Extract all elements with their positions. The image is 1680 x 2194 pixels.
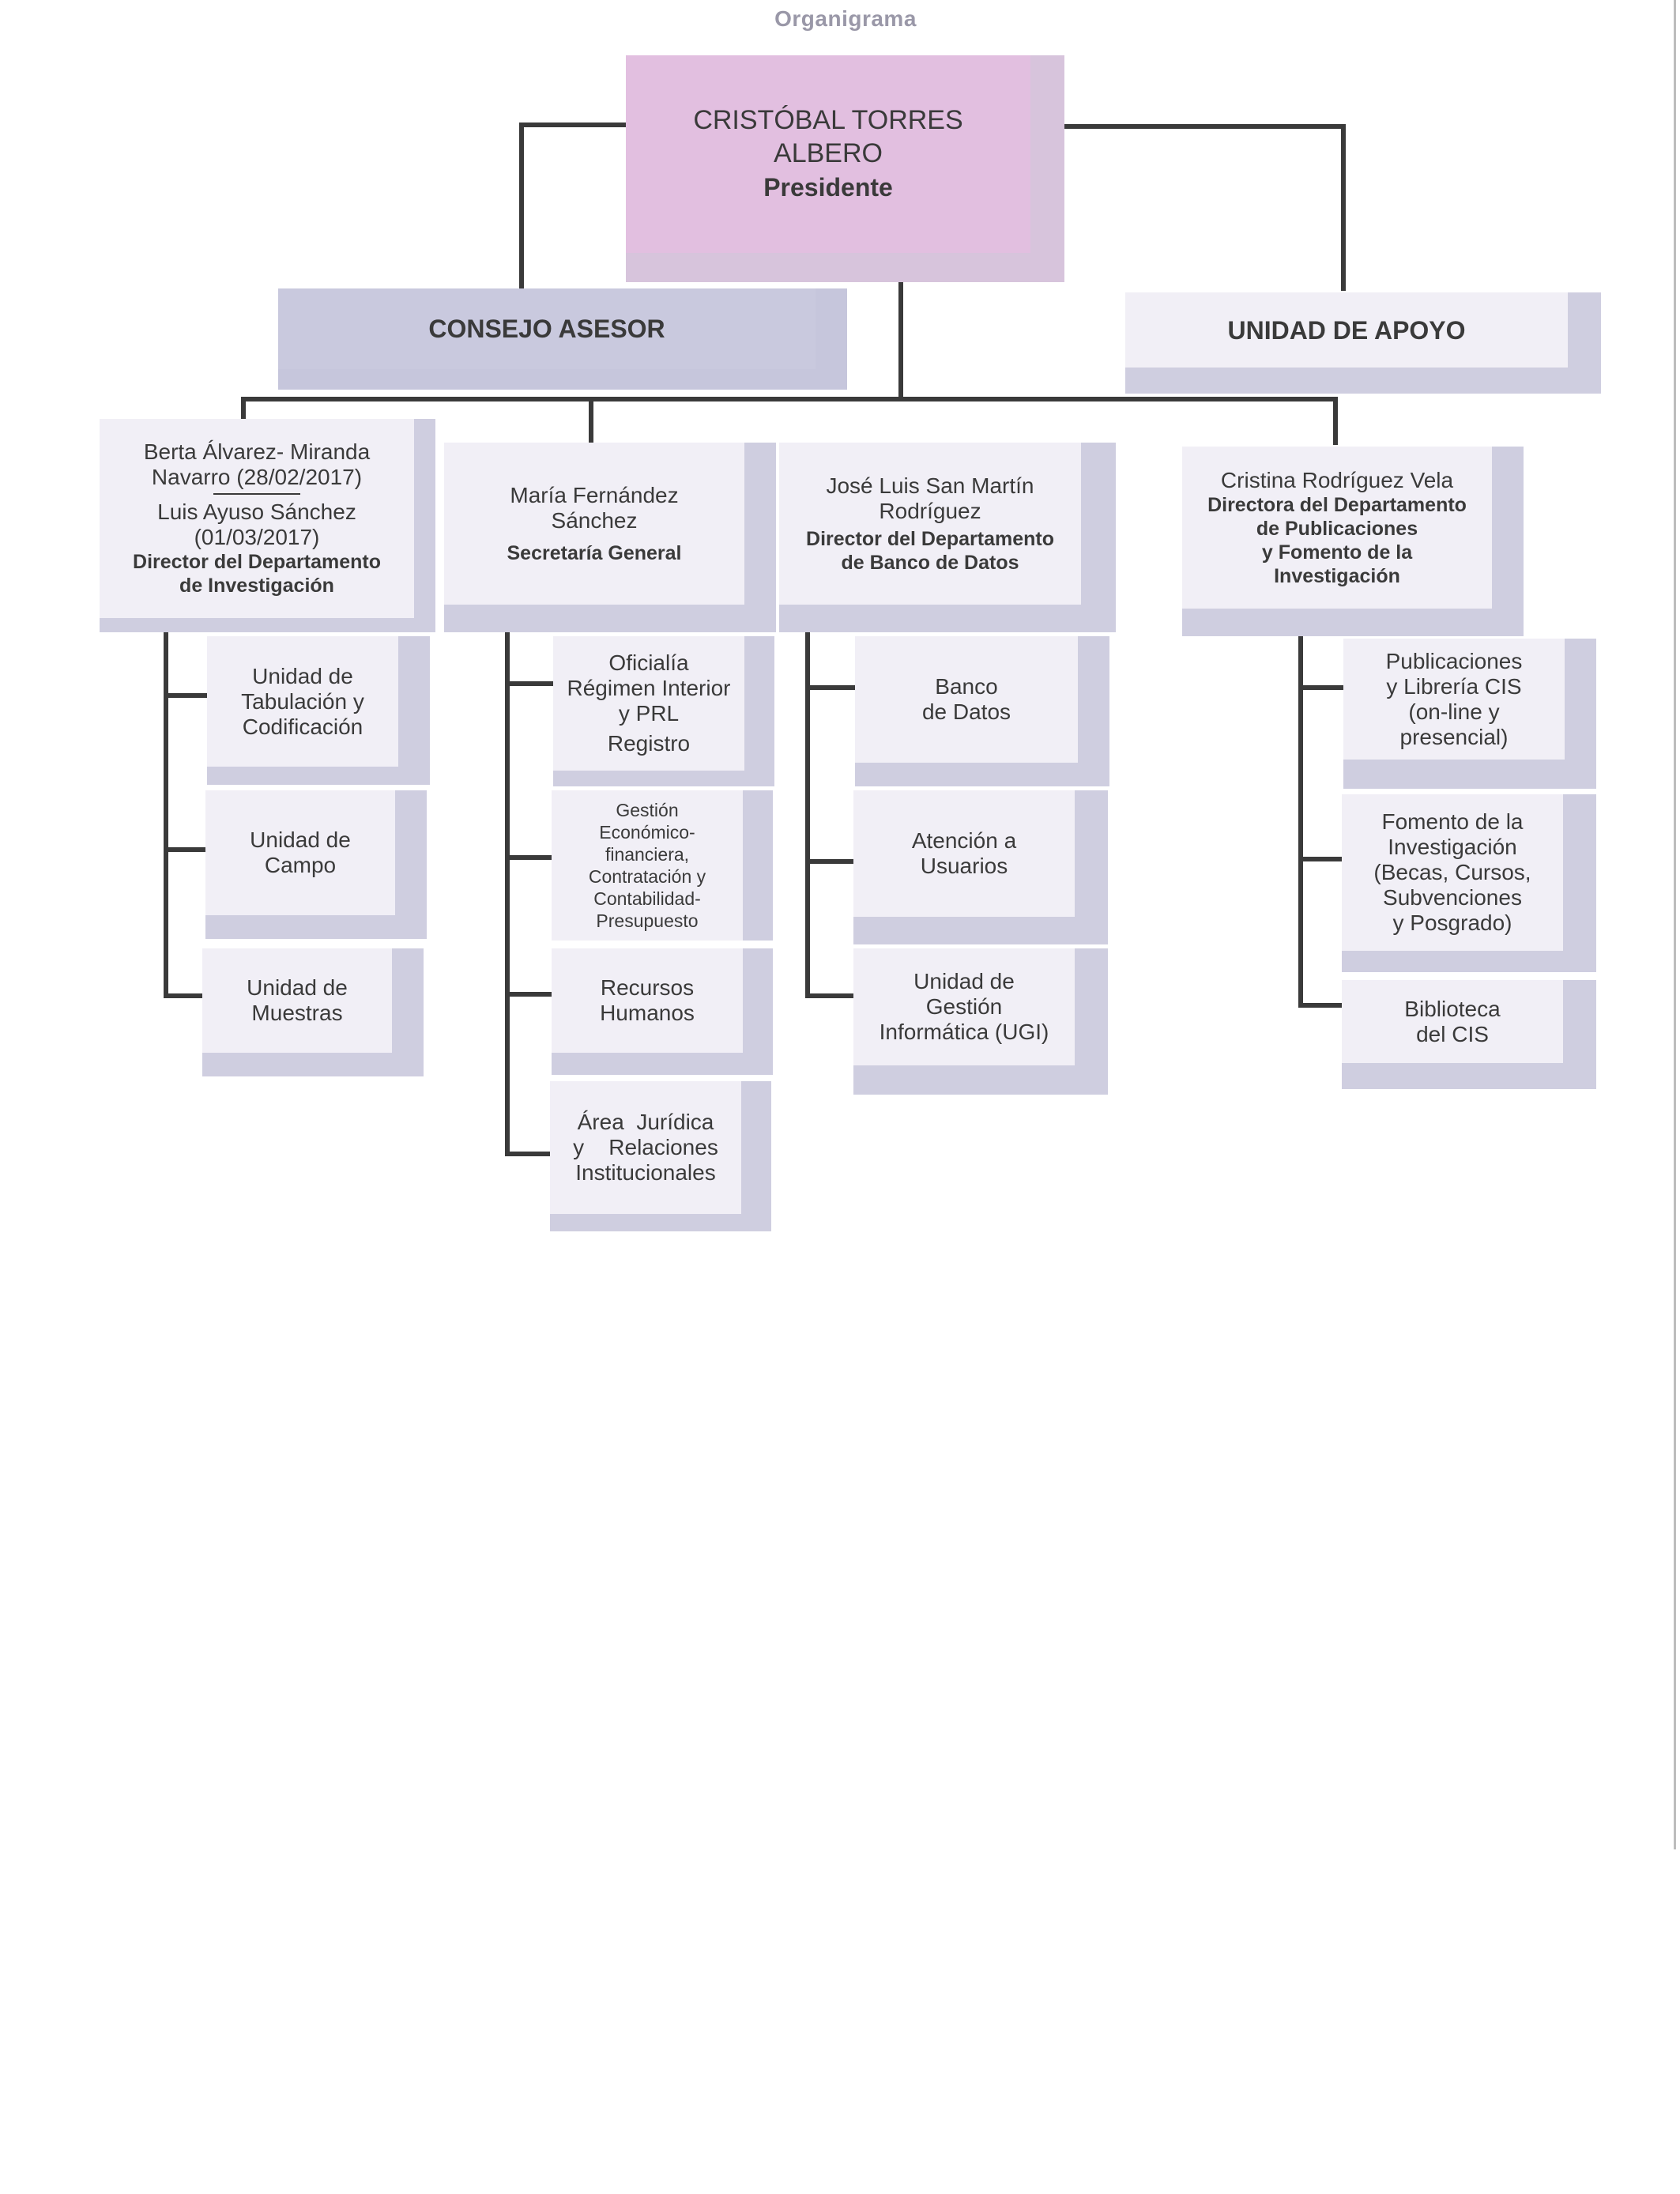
line-dept4-trunk [1298, 630, 1347, 1008]
dept3-name-line1: José Luis San Martín [826, 473, 1034, 498]
dept1-name1-line2: Navarro (28/02/2017) [151, 465, 363, 489]
unit-text-line: Usuarios [920, 854, 1008, 878]
dept2-name-line1: María Fernández [510, 482, 679, 507]
dept4-role-line1: Directora del Departamento [1207, 493, 1467, 516]
dept4-role-line4: Investigación [1274, 564, 1400, 587]
unit-tabulacion: Unidad de Tabulación y Codificación [207, 636, 430, 785]
unit-text-line: Recursos [600, 975, 695, 1000]
unit-text-line: Unidad de [252, 663, 353, 688]
dept4-role-line3: y Fomento de la [1261, 541, 1413, 564]
unit-muestras: Unidad de Muestras [202, 948, 424, 1076]
council-label: CONSEJO ASESOR [428, 315, 665, 343]
council-box: CONSEJO ASESOR [278, 288, 847, 390]
support-box: UNIDAD DE APOYO [1125, 292, 1601, 394]
unit-text-line: Contratación y [588, 866, 706, 887]
department-box-secretary: María Fernández Sánchez Secretaría Gener… [444, 443, 776, 632]
unit-text-line: Codificación [242, 714, 363, 739]
unit-text-line: Gestión [925, 994, 1003, 1019]
unit-fomento-investigacion: Fomento de la Investigación (Becas, Curs… [1342, 794, 1596, 972]
unit-text-line: y Relaciones [573, 1135, 718, 1159]
unit-text-line: de Datos [921, 699, 1011, 724]
president-name-line1: CRISTÓBAL TORRES [693, 105, 963, 135]
unit-text-line: Unidad de [913, 969, 1015, 993]
unit-text-line: Régimen Interior [567, 676, 731, 700]
dept1-name2-line2: (01/03/2017) [194, 525, 320, 549]
dept1-role-line1: Director del Departamento [133, 551, 381, 573]
unit-text-line: Banco [935, 674, 998, 699]
dept1-name2-line1: Luis Ayuso Sánchez [157, 499, 356, 524]
unit-text-line: (Becas, Cursos, [1373, 860, 1531, 884]
unit-campo: Unidad de Campo [205, 790, 427, 939]
dept3-name-line2: Rodríguez [879, 498, 981, 523]
unit-text-line: Registro [607, 731, 691, 756]
department-box-publications: Cristina Rodríguez Vela Directora del De… [1182, 447, 1524, 636]
unit-text-line: y Librería CIS [1386, 673, 1522, 699]
unit-atencion-usuarios: Atención a Usuarios [853, 790, 1108, 944]
unit-text-line: (on-line y [1408, 699, 1500, 724]
unit-text-line: presencial) [1399, 724, 1509, 749]
unit-text-line: Biblioteca [1404, 996, 1501, 1021]
unit-oficialia: Oficialía Régimen Interior y PRL Registr… [553, 636, 774, 786]
unit-text-line: Gestión [616, 800, 679, 820]
line-dept2-trunk [505, 630, 556, 1156]
unit-area-juridica: Área Jurídica y Relaciones Institucional… [550, 1081, 771, 1231]
unit-text-line: y Posgrado) [1392, 910, 1512, 935]
unit-text-line: Investigación [1388, 835, 1517, 859]
unit-text-line: Presupuesto [596, 910, 699, 931]
unit-ugi: Unidad de Gestión Informática (UGI) [853, 948, 1108, 1095]
unit-text-line: Área Jurídica [577, 1110, 714, 1134]
line-president-council [519, 123, 627, 291]
unit-text-line: Unidad de [250, 827, 351, 852]
scan-edge-line [1674, 0, 1676, 1849]
unit-text-line: Muestras [251, 1001, 343, 1025]
unit-text-line: Institucionales [575, 1160, 716, 1185]
dept2-name-line2: Sánchez [551, 507, 638, 533]
unit-recursos-humanos: Recursos Humanos [552, 948, 773, 1075]
unit-text-line: Informática (UGI) [879, 1020, 1049, 1044]
unit-publicaciones: Publicaciones y Librería CIS (on-line y … [1343, 639, 1596, 789]
dept1-role-line2: de Investigación [179, 575, 334, 597]
dept3-role-line1: Director del Departamento [806, 527, 1054, 550]
support-label: UNIDAD DE APOYO [1227, 315, 1466, 345]
dept4-role-line2: de Publicaciones [1256, 517, 1418, 540]
president-role: Presidente [763, 173, 893, 202]
line-president-support [1029, 124, 1346, 291]
dept1-name1-line1: Berta Álvarez- Miranda [143, 439, 371, 464]
line-dept1-trunk [164, 630, 209, 998]
unit-text-line: financiera, [605, 844, 690, 865]
department-box-databank: José Luis San Martín Rodríguez Director … [779, 443, 1116, 632]
unit-text-line: Humanos [600, 1001, 695, 1025]
dept4-name-line1: Cristina Rodríguez Vela [1220, 467, 1454, 492]
unit-biblioteca: Biblioteca del CIS [1342, 980, 1596, 1089]
unit-text-line: Unidad de [247, 975, 348, 1000]
unit-text-line: del CIS [1416, 1021, 1489, 1046]
unit-text-line: Económico- [599, 822, 695, 843]
unit-banco-datos: Banco de Datos [855, 636, 1109, 786]
unit-text-line: Campo [264, 853, 337, 877]
unit-text-line: Publicaciones [1385, 648, 1523, 673]
department-box-research: Berta Álvarez- Miranda Navarro (28/02/20… [100, 419, 435, 632]
line-dept3-trunk [805, 630, 856, 998]
unit-text-line: y PRL [618, 701, 680, 726]
president-box: CRISTÓBAL TORRES ALBERO Presidente [626, 55, 1064, 282]
dept2-role-line1: Secretaría General [507, 541, 682, 564]
president-name-line2: ALBERO [774, 138, 883, 168]
unit-gestion-economica: Gestión Económico- financiera, Contratac… [552, 790, 773, 941]
unit-text-line: Subvenciones [1383, 885, 1522, 910]
unit-text-line: Tabulación y [241, 688, 364, 714]
dept1-separator [213, 493, 300, 495]
dept3-role-line2: de Banco de Datos [841, 551, 1019, 574]
unit-text-line: Contabilidad- [593, 888, 701, 909]
unit-text-line: Oficialía [608, 650, 689, 675]
chart-title: Organigrama [774, 6, 917, 31]
unit-text-line: Atención a [911, 828, 1017, 853]
unit-text-line: Fomento de la [1381, 809, 1524, 834]
